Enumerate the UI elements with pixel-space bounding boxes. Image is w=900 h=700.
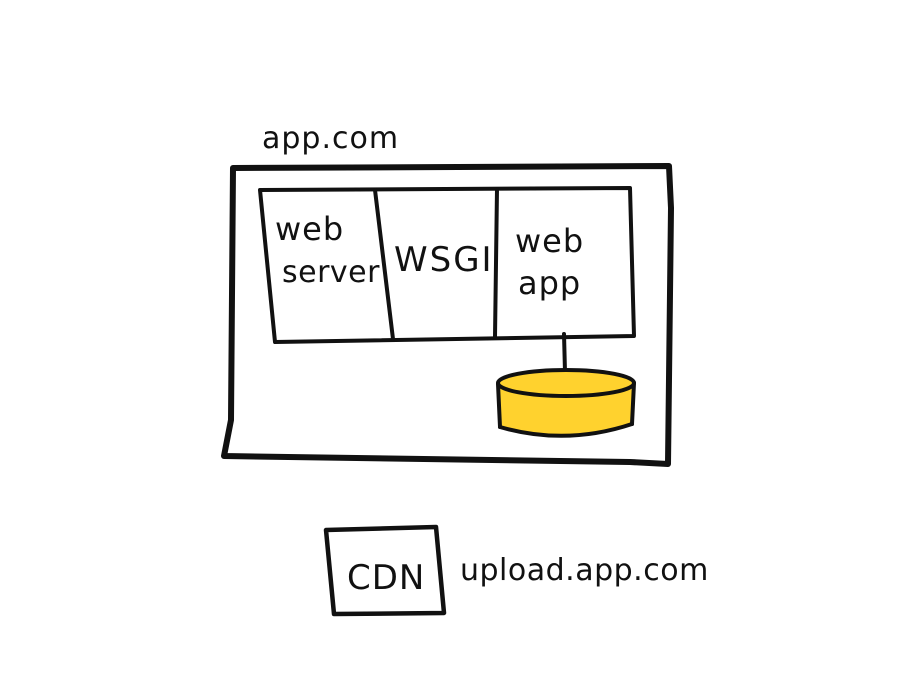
web-server-label-line2: server (282, 255, 380, 290)
server-host-box (221, 163, 674, 467)
web-server-label: web server (275, 210, 380, 290)
domain-label: app.com (262, 121, 399, 156)
app-db-connector (562, 332, 567, 374)
web-server-label-line1: web (275, 210, 344, 248)
divider-wsgi-app (493, 187, 499, 339)
wsgi-label: WSGI (394, 240, 494, 280)
cdn-box: CDN (323, 524, 447, 617)
web-app-label-line2: app (518, 264, 581, 302)
web-app-label-line1: web (515, 222, 584, 260)
server-stack-box (258, 186, 636, 344)
web-app-label: web app (515, 222, 584, 302)
upload-domain-label: upload.app.com (460, 553, 709, 588)
cdn-label: CDN (347, 558, 425, 598)
database-icon (496, 368, 636, 438)
divider-server-wsgi (373, 188, 395, 341)
